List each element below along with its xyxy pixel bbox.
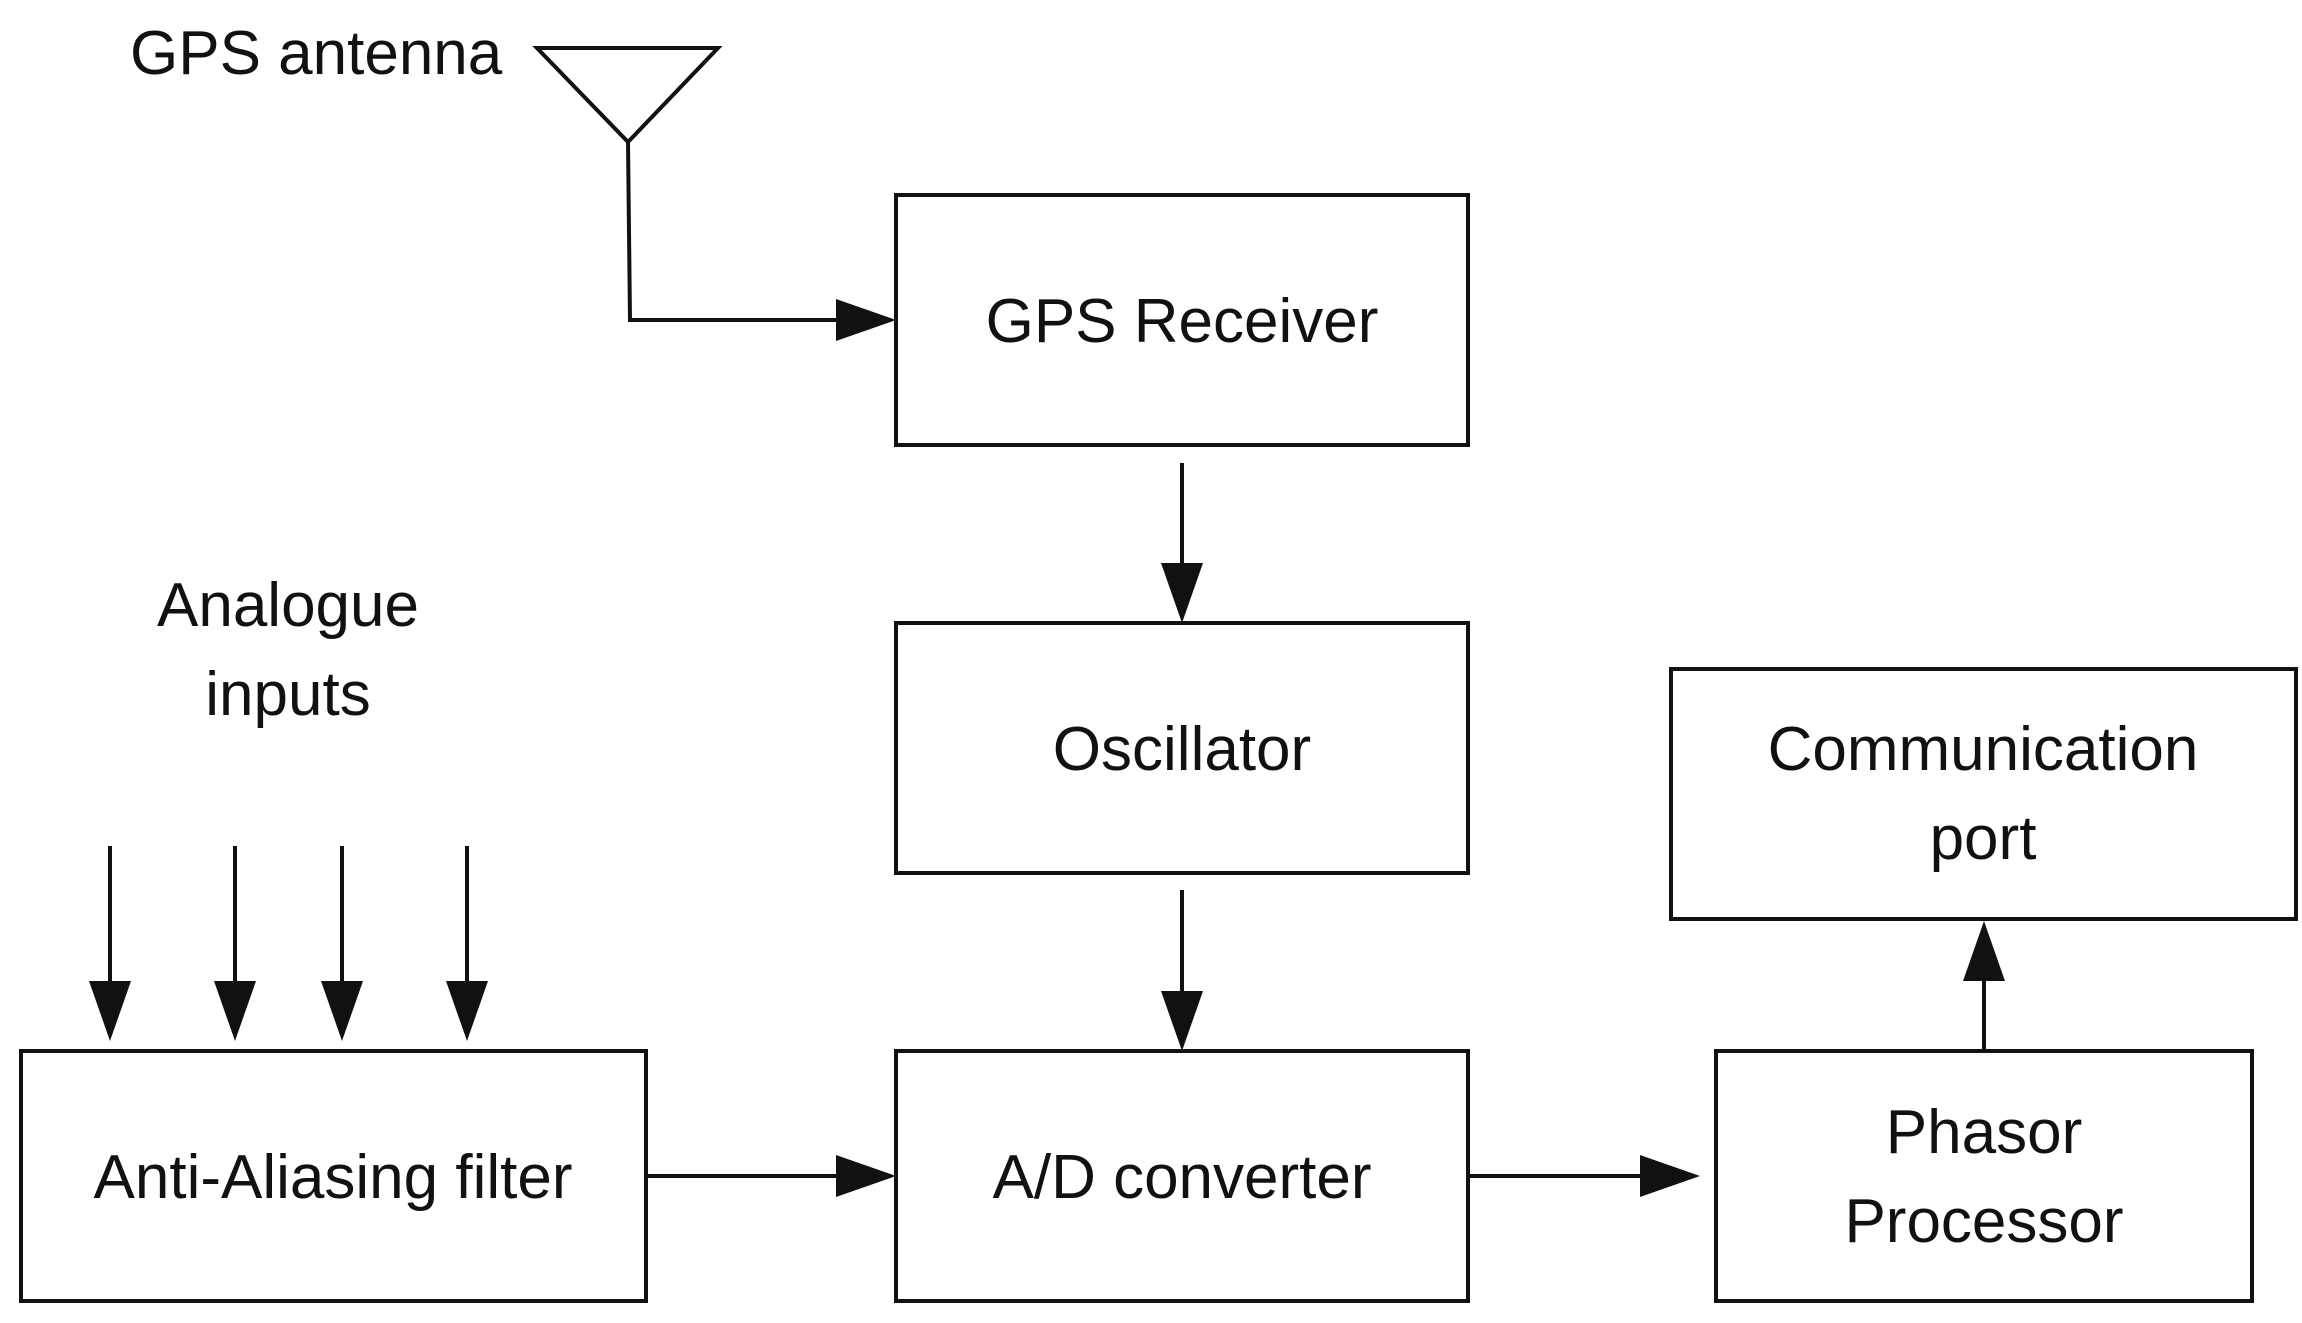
phasor-processor-block: Phasor Processor xyxy=(1714,1049,2254,1303)
communication-port-line2: port xyxy=(1930,804,2037,873)
antenna-icon xyxy=(532,46,723,145)
gps-antenna: GPS antenna xyxy=(130,19,723,145)
connector-antenna-to-gps-receiver xyxy=(626,141,896,341)
connector-filter-to-ad-converter xyxy=(646,1155,896,1197)
connector-phasor-processor-to-communication-port xyxy=(1963,921,2005,1051)
connector-ad-converter-to-phasor-processor xyxy=(1468,1155,1700,1197)
communication-port-block: Communication port xyxy=(1669,667,2298,921)
ad-converter-block: A/D converter xyxy=(894,1049,1470,1303)
analogue-inputs-label: Analogue inputs xyxy=(157,571,419,729)
oscillator-block: Oscillator xyxy=(894,621,1470,875)
anti-aliasing-filter-label: Anti-Aliasing filter xyxy=(94,1143,573,1212)
analogue-input-arrow-4 xyxy=(446,846,488,1041)
gps-receiver-label: GPS Receiver xyxy=(986,287,1379,356)
gps-receiver-block: GPS Receiver xyxy=(894,193,1470,447)
connector-gps-receiver-to-oscillator xyxy=(1161,463,1203,623)
analogue-input-arrow-1 xyxy=(89,846,131,1041)
analogue-input-arrow-3 xyxy=(321,846,363,1041)
phasor-processor-line2: Processor xyxy=(1844,1187,2123,1256)
phasor-processor-line1: Phasor xyxy=(1886,1098,2082,1167)
ad-converter-label: A/D converter xyxy=(992,1143,1371,1212)
anti-aliasing-filter-block: Anti-Aliasing filter xyxy=(19,1049,648,1303)
communication-port-line1: Communication xyxy=(1768,715,2199,784)
gps-antenna-label: GPS antenna xyxy=(130,19,503,88)
analogue-inputs-line1: Analogue xyxy=(157,571,419,640)
analogue-input-arrow-2 xyxy=(214,846,256,1041)
analogue-inputs-line2: inputs xyxy=(205,660,370,729)
oscillator-label: Oscillator xyxy=(1053,715,1311,784)
connector-oscillator-to-ad-converter xyxy=(1161,890,1203,1051)
